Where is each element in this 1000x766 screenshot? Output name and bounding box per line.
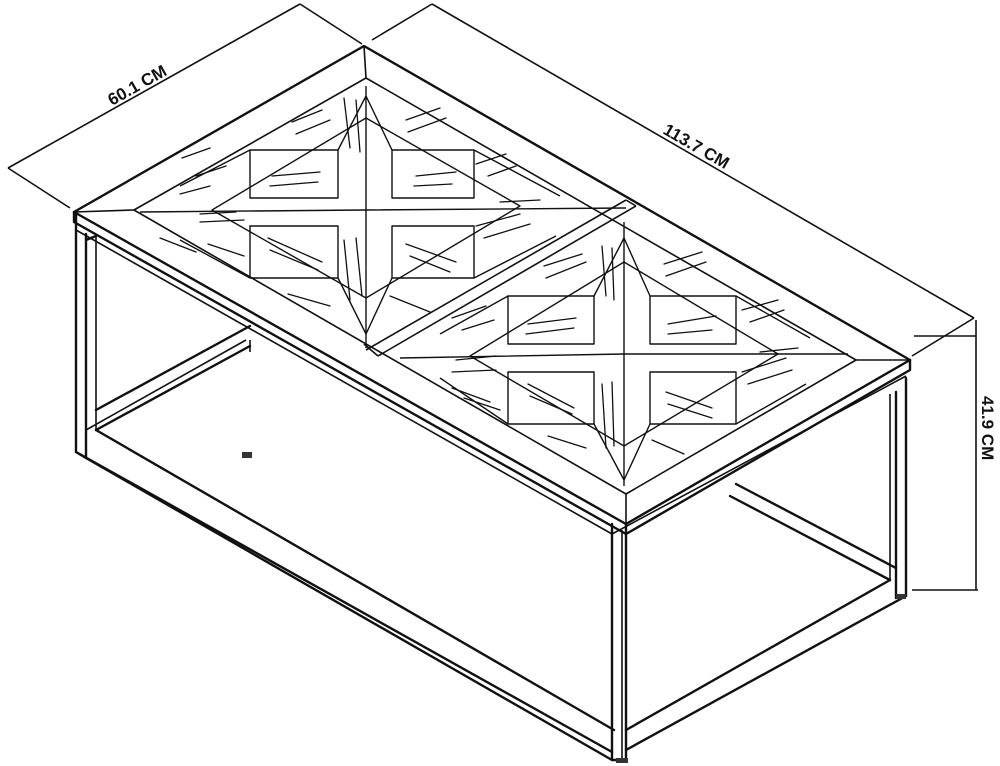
depth-label: 60.1 CM	[105, 61, 170, 109]
depth-dimension: 60.1 CM	[7, 3, 363, 209]
height-label: 41.9 CM	[978, 396, 997, 460]
height-dimension: 41.9 CM	[912, 320, 997, 591]
length-label: 113.7 CM	[660, 120, 733, 173]
left-parquet-panel	[139, 86, 627, 348]
right-parquet-panel	[399, 222, 848, 486]
length-dimension: 113.7 CM	[371, 3, 975, 357]
table-top	[72, 44, 912, 536]
metal-base-frame	[74, 212, 908, 763]
